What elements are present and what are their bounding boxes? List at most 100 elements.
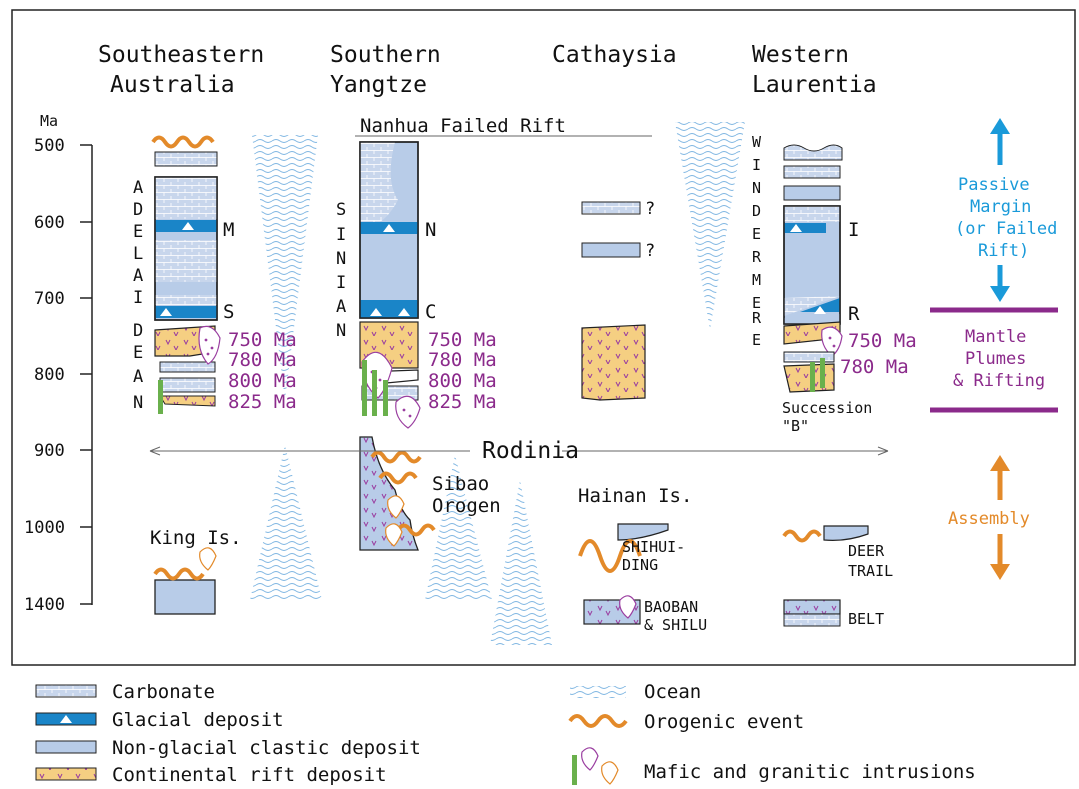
diagram-frame bbox=[11, 9, 1076, 666]
passive-line3: (or Failed bbox=[955, 219, 1057, 239]
svg-text:L: L bbox=[133, 244, 143, 264]
tectonic-stages: Passive Margin (or Failed Rift) Mantle P… bbox=[930, 118, 1058, 580]
svg-text:W: W bbox=[752, 133, 762, 151]
svg-text:E: E bbox=[752, 331, 761, 349]
column-w-laurentia: I R 750 Ma 780 Ma Succession "B" bbox=[782, 144, 917, 435]
svg-text:A: A bbox=[133, 266, 143, 286]
shihuiding-line2: DING bbox=[622, 556, 658, 574]
ocean-wedges bbox=[250, 122, 745, 645]
ocean-wedge bbox=[425, 455, 492, 600]
marker-n: N bbox=[425, 219, 436, 241]
legend-ocean: Ocean bbox=[644, 681, 701, 703]
region-se-australia-line1: Southeastern bbox=[98, 42, 264, 68]
axis-tick-700: 700 bbox=[34, 289, 65, 309]
svg-text:N: N bbox=[336, 321, 346, 341]
ocean-wave-icon bbox=[570, 686, 626, 698]
sibao-line1: Sibao bbox=[432, 473, 489, 495]
passive-line1: Passive bbox=[958, 175, 1030, 195]
plumes-line1: Mantle bbox=[965, 327, 1026, 347]
orogenic-wave-icon bbox=[151, 135, 215, 149]
king-island: King Is. bbox=[150, 527, 242, 615]
orogenic-wave-icon bbox=[568, 714, 628, 728]
legend: Carbonate Glacial deposit Non-glacial cl… bbox=[35, 681, 976, 786]
age-label: 825 Ma bbox=[428, 391, 497, 413]
plumes-line2: Plumes bbox=[965, 349, 1026, 369]
svg-text:N: N bbox=[133, 393, 143, 413]
yz-ages: 750 Ma 780 Ma 800 Ma 825 Ma bbox=[428, 329, 497, 413]
deer-trail-line1: DEER bbox=[848, 542, 885, 560]
au-ages: 750 Ma 780 Ma 800 Ma 825 Ma bbox=[228, 329, 297, 413]
passive-line2: Margin bbox=[970, 197, 1031, 217]
age-axis: Ma 500 600 700 800 900 1000 1400 bbox=[24, 112, 93, 615]
marker-i: I bbox=[848, 219, 859, 241]
region-s-yangtze-line1: Southern bbox=[330, 42, 441, 68]
assembly-label: Assembly bbox=[948, 509, 1030, 529]
svg-text:R: R bbox=[752, 248, 762, 266]
ocean-wedge bbox=[252, 135, 318, 400]
axis-tick-800: 800 bbox=[34, 365, 65, 385]
column-cathaysia: ? ? bbox=[581, 199, 655, 401]
svg-text:I: I bbox=[133, 288, 143, 308]
age-label: 800 Ma bbox=[228, 370, 297, 392]
svg-text:M: M bbox=[752, 271, 761, 289]
svg-text:A: A bbox=[133, 367, 143, 387]
hainan-panel: Hainan Is. SHIHUI- DING BAOBAN & SHILU D… bbox=[578, 485, 893, 634]
region-w-laurentia-line2: Laurentia bbox=[752, 72, 877, 98]
age-label: 750 Ma bbox=[228, 329, 297, 351]
svg-text:I: I bbox=[752, 156, 761, 174]
axis-tick-1400: 1400 bbox=[24, 595, 65, 615]
marker-m: M bbox=[223, 219, 234, 241]
sinian-label: S I N I A N bbox=[336, 200, 346, 341]
svg-text:E: E bbox=[752, 294, 761, 312]
sibao-orogen-block: Sibao Orogen bbox=[359, 436, 501, 551]
baoban-line1: BAOBAN bbox=[644, 598, 698, 616]
svg-text:E: E bbox=[133, 222, 143, 242]
svg-text:R: R bbox=[752, 309, 762, 327]
shihuiding-line1: SHIHUI- bbox=[622, 538, 685, 556]
rodinia-label: Rodinia bbox=[482, 438, 579, 464]
region-se-australia-line2: Australia bbox=[110, 72, 235, 98]
legend-carbonate: Carbonate bbox=[112, 681, 215, 703]
svg-text:I: I bbox=[336, 273, 346, 293]
svg-text:D: D bbox=[752, 202, 761, 220]
deer-trail-line2: TRAIL bbox=[848, 562, 893, 580]
question-mark: ? bbox=[645, 199, 655, 219]
svg-text:D: D bbox=[133, 321, 143, 341]
ocean-wedge bbox=[675, 122, 745, 330]
intrusion-icon bbox=[572, 747, 619, 785]
svg-text:S: S bbox=[336, 200, 346, 220]
nanhua-rift-label: Nanhua Failed Rift bbox=[360, 115, 566, 137]
age-label: 780 Ma bbox=[228, 349, 297, 371]
plumes-line3: & Rifting bbox=[953, 371, 1045, 391]
sibao-line2: Orogen bbox=[432, 495, 501, 517]
legend-orogenic: Orogenic event bbox=[644, 711, 804, 733]
ocean-wedge bbox=[490, 480, 552, 645]
age-label: 780 Ma bbox=[840, 356, 909, 378]
succession-line2: "B" bbox=[782, 417, 809, 435]
legend-glacial: Glacial deposit bbox=[112, 709, 284, 731]
axis-unit: Ma bbox=[40, 112, 58, 130]
svg-text:D: D bbox=[133, 200, 143, 220]
rodinia-arrow: Rodinia bbox=[149, 438, 889, 464]
ocean-wedge bbox=[250, 445, 322, 600]
column-s-yangtze: N C bbox=[359, 141, 436, 429]
age-label: 750 Ma bbox=[848, 330, 917, 352]
belt-label: BELT bbox=[848, 610, 884, 628]
passive-line4: Rift) bbox=[978, 241, 1029, 261]
marker-s: S bbox=[223, 301, 234, 323]
age-label: 800 Ma bbox=[428, 370, 497, 392]
adelaidean-label: A D E L A I D E A N bbox=[133, 178, 143, 413]
marker-c: C bbox=[425, 301, 436, 323]
region-s-yangtze-line2: Yangtze bbox=[330, 72, 427, 98]
region-cathaysia: Cathaysia bbox=[552, 42, 677, 68]
svg-text:A: A bbox=[336, 297, 346, 317]
svg-text:N: N bbox=[336, 249, 346, 269]
svg-text:A: A bbox=[133, 178, 143, 198]
svg-text:N: N bbox=[752, 179, 761, 197]
axis-tick-600: 600 bbox=[34, 213, 65, 233]
legend-rift: Continental rift deposit bbox=[112, 764, 387, 786]
succession-line1: Succession bbox=[782, 399, 872, 417]
windermere-label: W I N D E R M E R E bbox=[752, 133, 762, 349]
age-label: 825 Ma bbox=[228, 391, 297, 413]
